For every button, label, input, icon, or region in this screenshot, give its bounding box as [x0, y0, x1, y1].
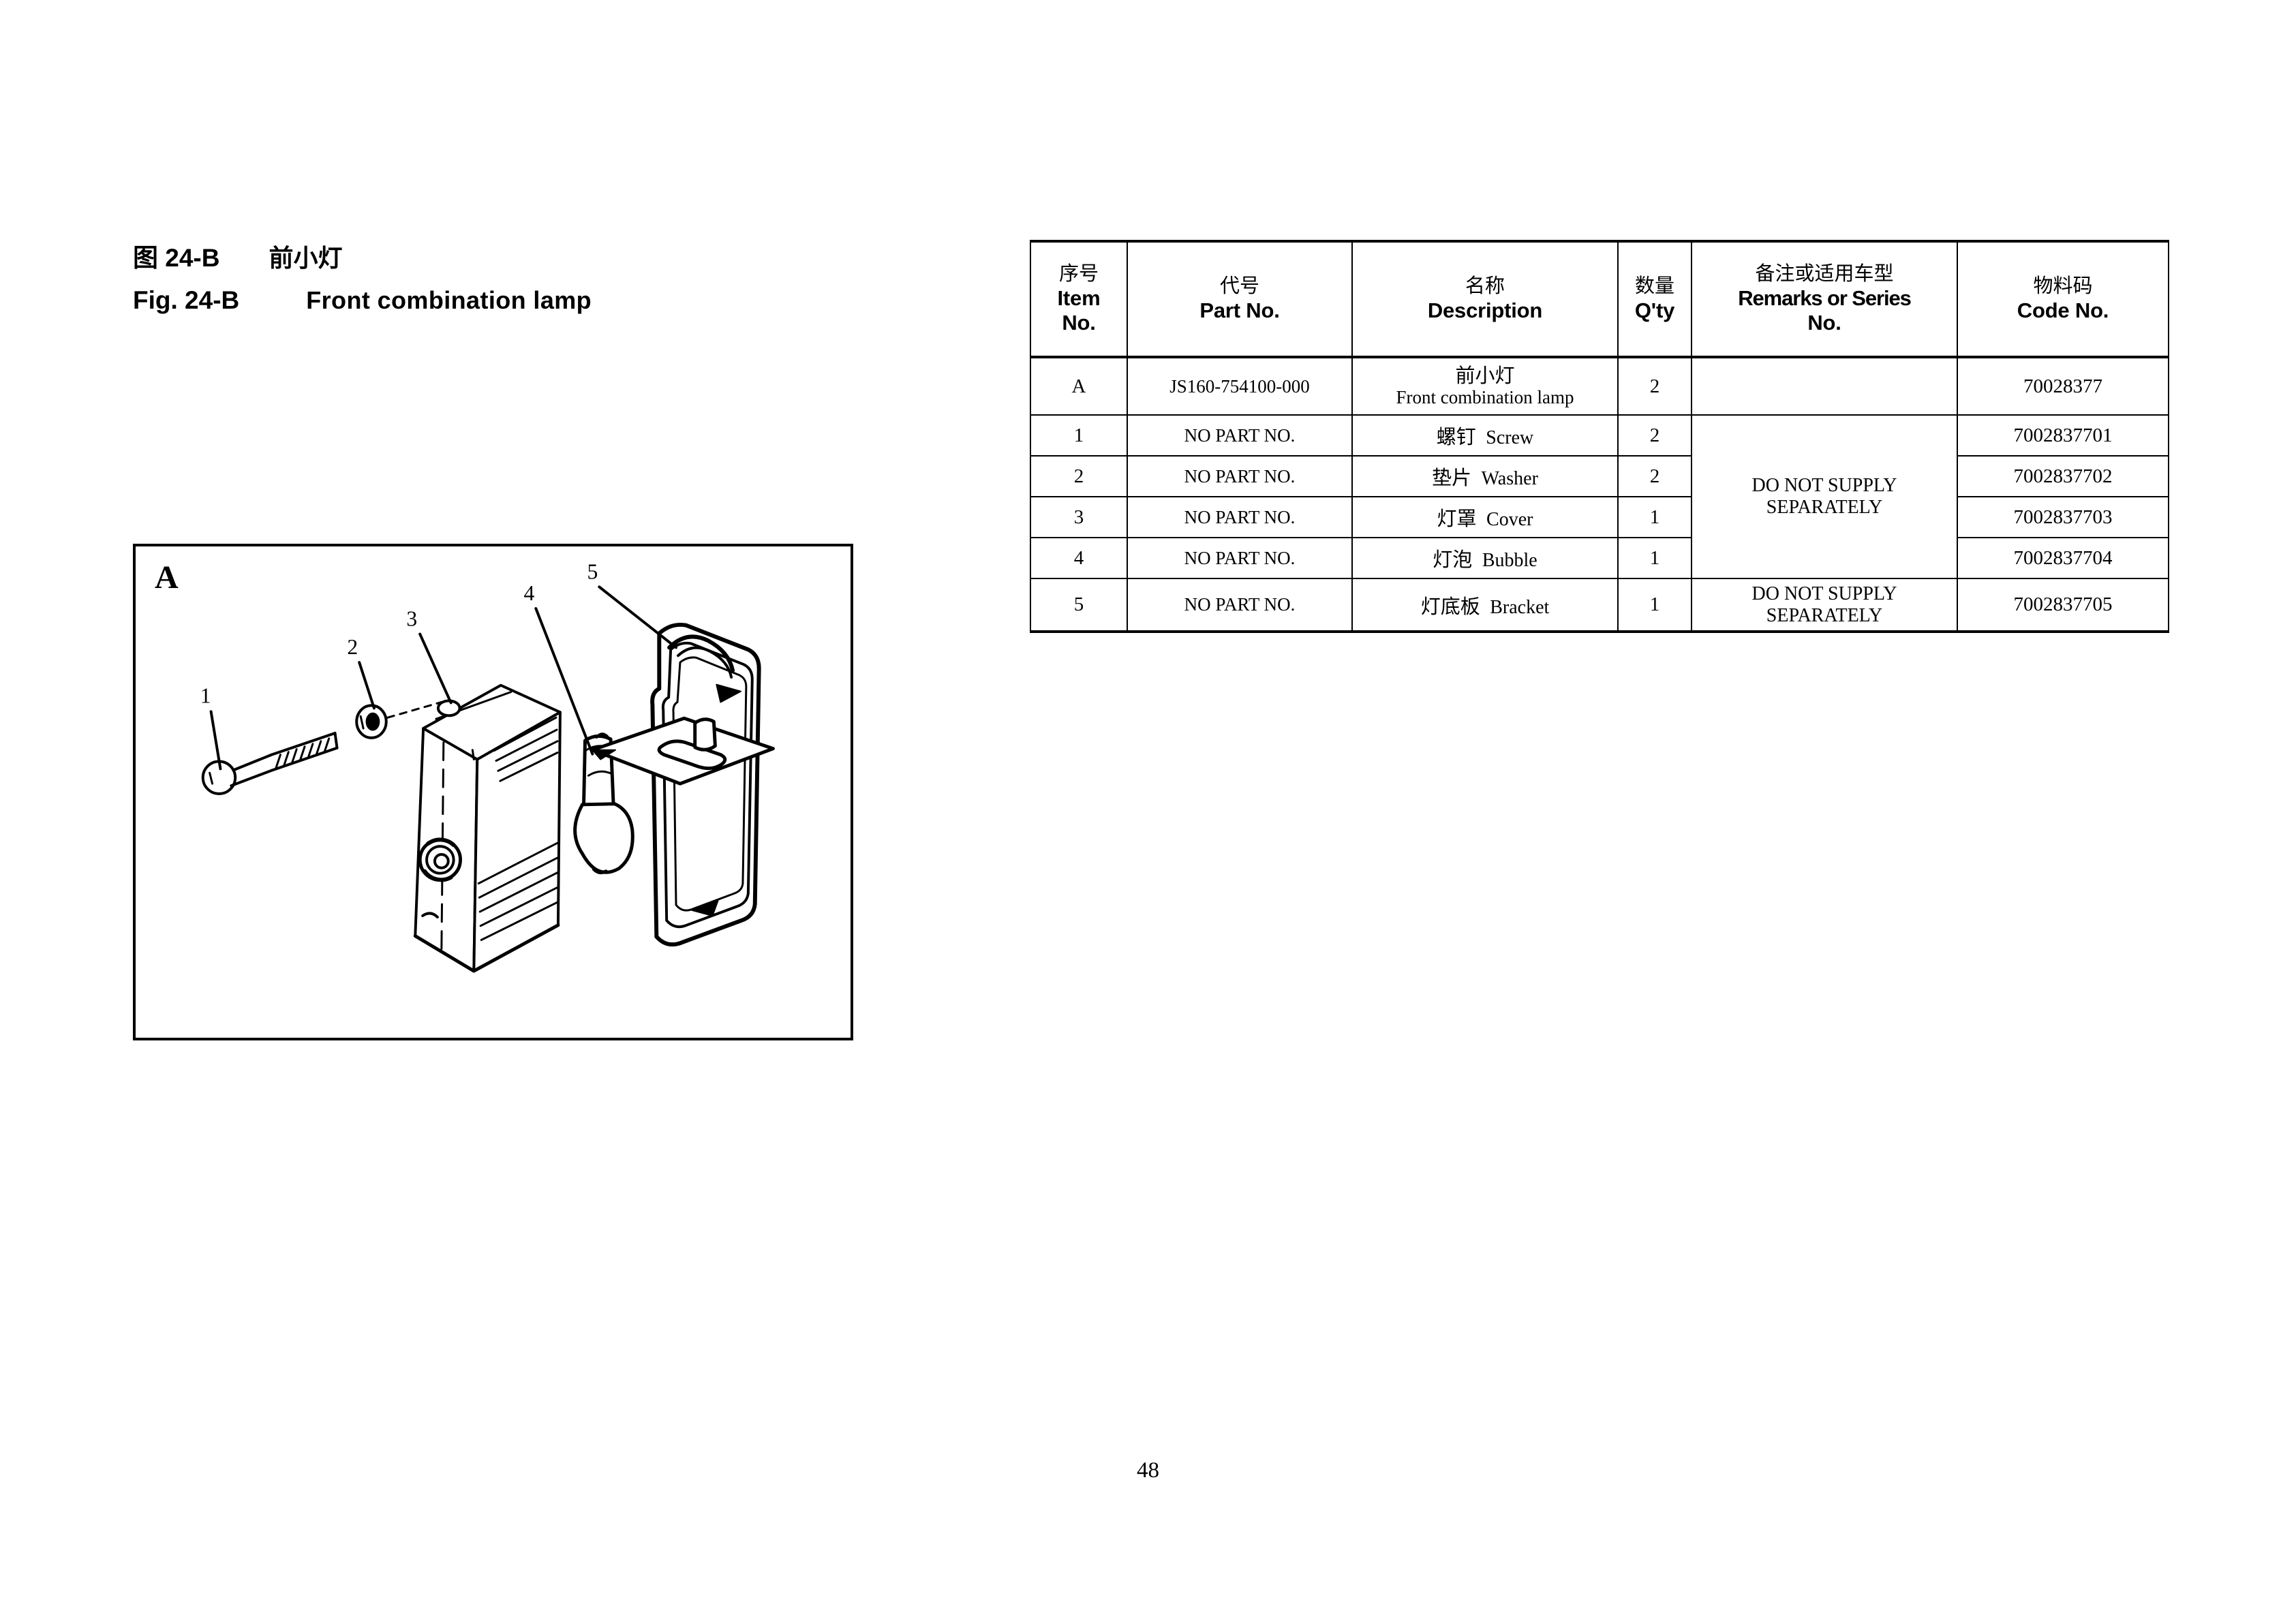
figure-title-chinese-row: 图 24-B 前小灯	[133, 237, 883, 274]
callout-4: 4	[524, 581, 535, 605]
figure-number-english: Fig. 24-B	[133, 286, 240, 314]
cell-qty: 2	[1617, 455, 1692, 497]
callout-3: 3	[406, 607, 417, 631]
part-bracket-drawing	[590, 623, 775, 947]
callout-1: 1	[200, 683, 211, 707]
cell-part-no: NO PART NO.	[1127, 414, 1353, 457]
page-number: 48	[1137, 1458, 1159, 1483]
figure-number-chinese: 图 24-B	[133, 244, 220, 272]
cell-code-no: 7002837704	[1957, 537, 2169, 579]
cell-code-no: 7002837703	[1957, 496, 2169, 538]
figure-title-english-row: Fig. 24-B Front combination lamp	[133, 286, 883, 315]
callout-2: 2	[347, 635, 358, 659]
table-row: A JS160-754100-000 前小灯 Front combination…	[1030, 356, 2169, 416]
column-header-remarks: 备注或适用车型 Remarks or Series No.	[1691, 240, 1958, 358]
part-washer-drawing	[355, 704, 388, 739]
cell-remarks	[1691, 356, 1958, 416]
cell-part-no: NO PART NO.	[1127, 578, 1353, 633]
cell-description: 灯罩 Cover	[1351, 496, 1619, 538]
illustration-frame: A	[133, 544, 853, 1040]
table-header-row: 序号 Item No. 代号 Part No. 名称 Description 数…	[1030, 240, 2169, 358]
cell-description: 前小灯 Front combination lamp	[1351, 356, 1619, 416]
callout-5: 5	[587, 559, 598, 583]
figure-title-block: 图 24-B 前小灯 Fig. 24-B Front combination l…	[133, 237, 883, 315]
cell-qty: 1	[1617, 578, 1692, 633]
cell-code-no: 70028377	[1957, 356, 2169, 416]
cell-item-no: A	[1030, 356, 1128, 416]
column-header-qty: 数量 Q'ty	[1617, 240, 1692, 358]
cell-item-no: 4	[1030, 537, 1128, 579]
illustration-group-label: A	[155, 559, 179, 596]
cell-code-no: 7002837702	[1957, 455, 2169, 497]
cell-description: 垫片 Washer	[1351, 455, 1619, 497]
parts-table: 序号 Item No. 代号 Part No. 名称 Description 数…	[1030, 240, 2169, 633]
cell-code-no: 7002837701	[1957, 414, 2169, 457]
cell-part-no: NO PART NO.	[1127, 537, 1353, 579]
part-screw-drawing	[201, 731, 339, 795]
table-row: 4 NO PART NO. 灯泡 Bubble 1 7002837704	[1030, 537, 2169, 579]
table-row: 5 NO PART NO. 灯底板 Bracket 1 DO NOT SUPPL…	[1030, 578, 2169, 633]
cell-qty: 1	[1617, 496, 1692, 538]
cell-description: 螺钉 Screw	[1351, 414, 1619, 457]
table-row: 1 NO PART NO. 螺钉 Screw 2 DO NOT SUPPLY S…	[1030, 414, 2169, 579]
cell-qty: 2	[1617, 356, 1692, 416]
cell-remarks: DO NOT SUPPLY SEPARATELY	[1691, 578, 1958, 633]
cell-description: 灯泡 Bubble	[1351, 537, 1619, 579]
figure-name-english: Front combination lamp	[306, 286, 592, 314]
table-row: 3 NO PART NO. 灯罩 Cover 1 7002837703	[1030, 496, 2169, 538]
exploded-view-diagram: 1 2 3 4 5	[200, 559, 775, 973]
column-header-item-no: 序号 Item No.	[1030, 240, 1128, 358]
cell-item-no: 3	[1030, 496, 1128, 538]
cell-part-no: NO PART NO.	[1127, 496, 1353, 538]
column-header-part-no: 代号 Part No.	[1127, 240, 1353, 358]
cell-part-no: NO PART NO.	[1127, 455, 1353, 497]
part-cover-drawing	[413, 683, 562, 973]
cell-item-no: 5	[1030, 578, 1128, 633]
cell-part-no: JS160-754100-000	[1127, 356, 1353, 416]
cell-qty: 2	[1617, 414, 1692, 457]
cell-remarks-merged: DO NOT SUPPLY SEPARATELY	[1691, 414, 1958, 579]
cell-item-no: 1	[1030, 414, 1128, 457]
cell-description: 灯底板 Bracket	[1351, 578, 1619, 633]
table-row: 2 NO PART NO. 垫片 Washer 2 7002837702	[1030, 455, 2169, 497]
cell-qty: 1	[1617, 537, 1692, 579]
cell-item-no: 2	[1030, 455, 1128, 497]
column-header-description: 名称 Description	[1351, 240, 1619, 358]
figure-name-chinese: 前小灯	[269, 244, 343, 272]
cell-code-no: 7002837705	[1957, 578, 2169, 633]
column-header-code-no: 物料码 Code No.	[1957, 240, 2169, 358]
